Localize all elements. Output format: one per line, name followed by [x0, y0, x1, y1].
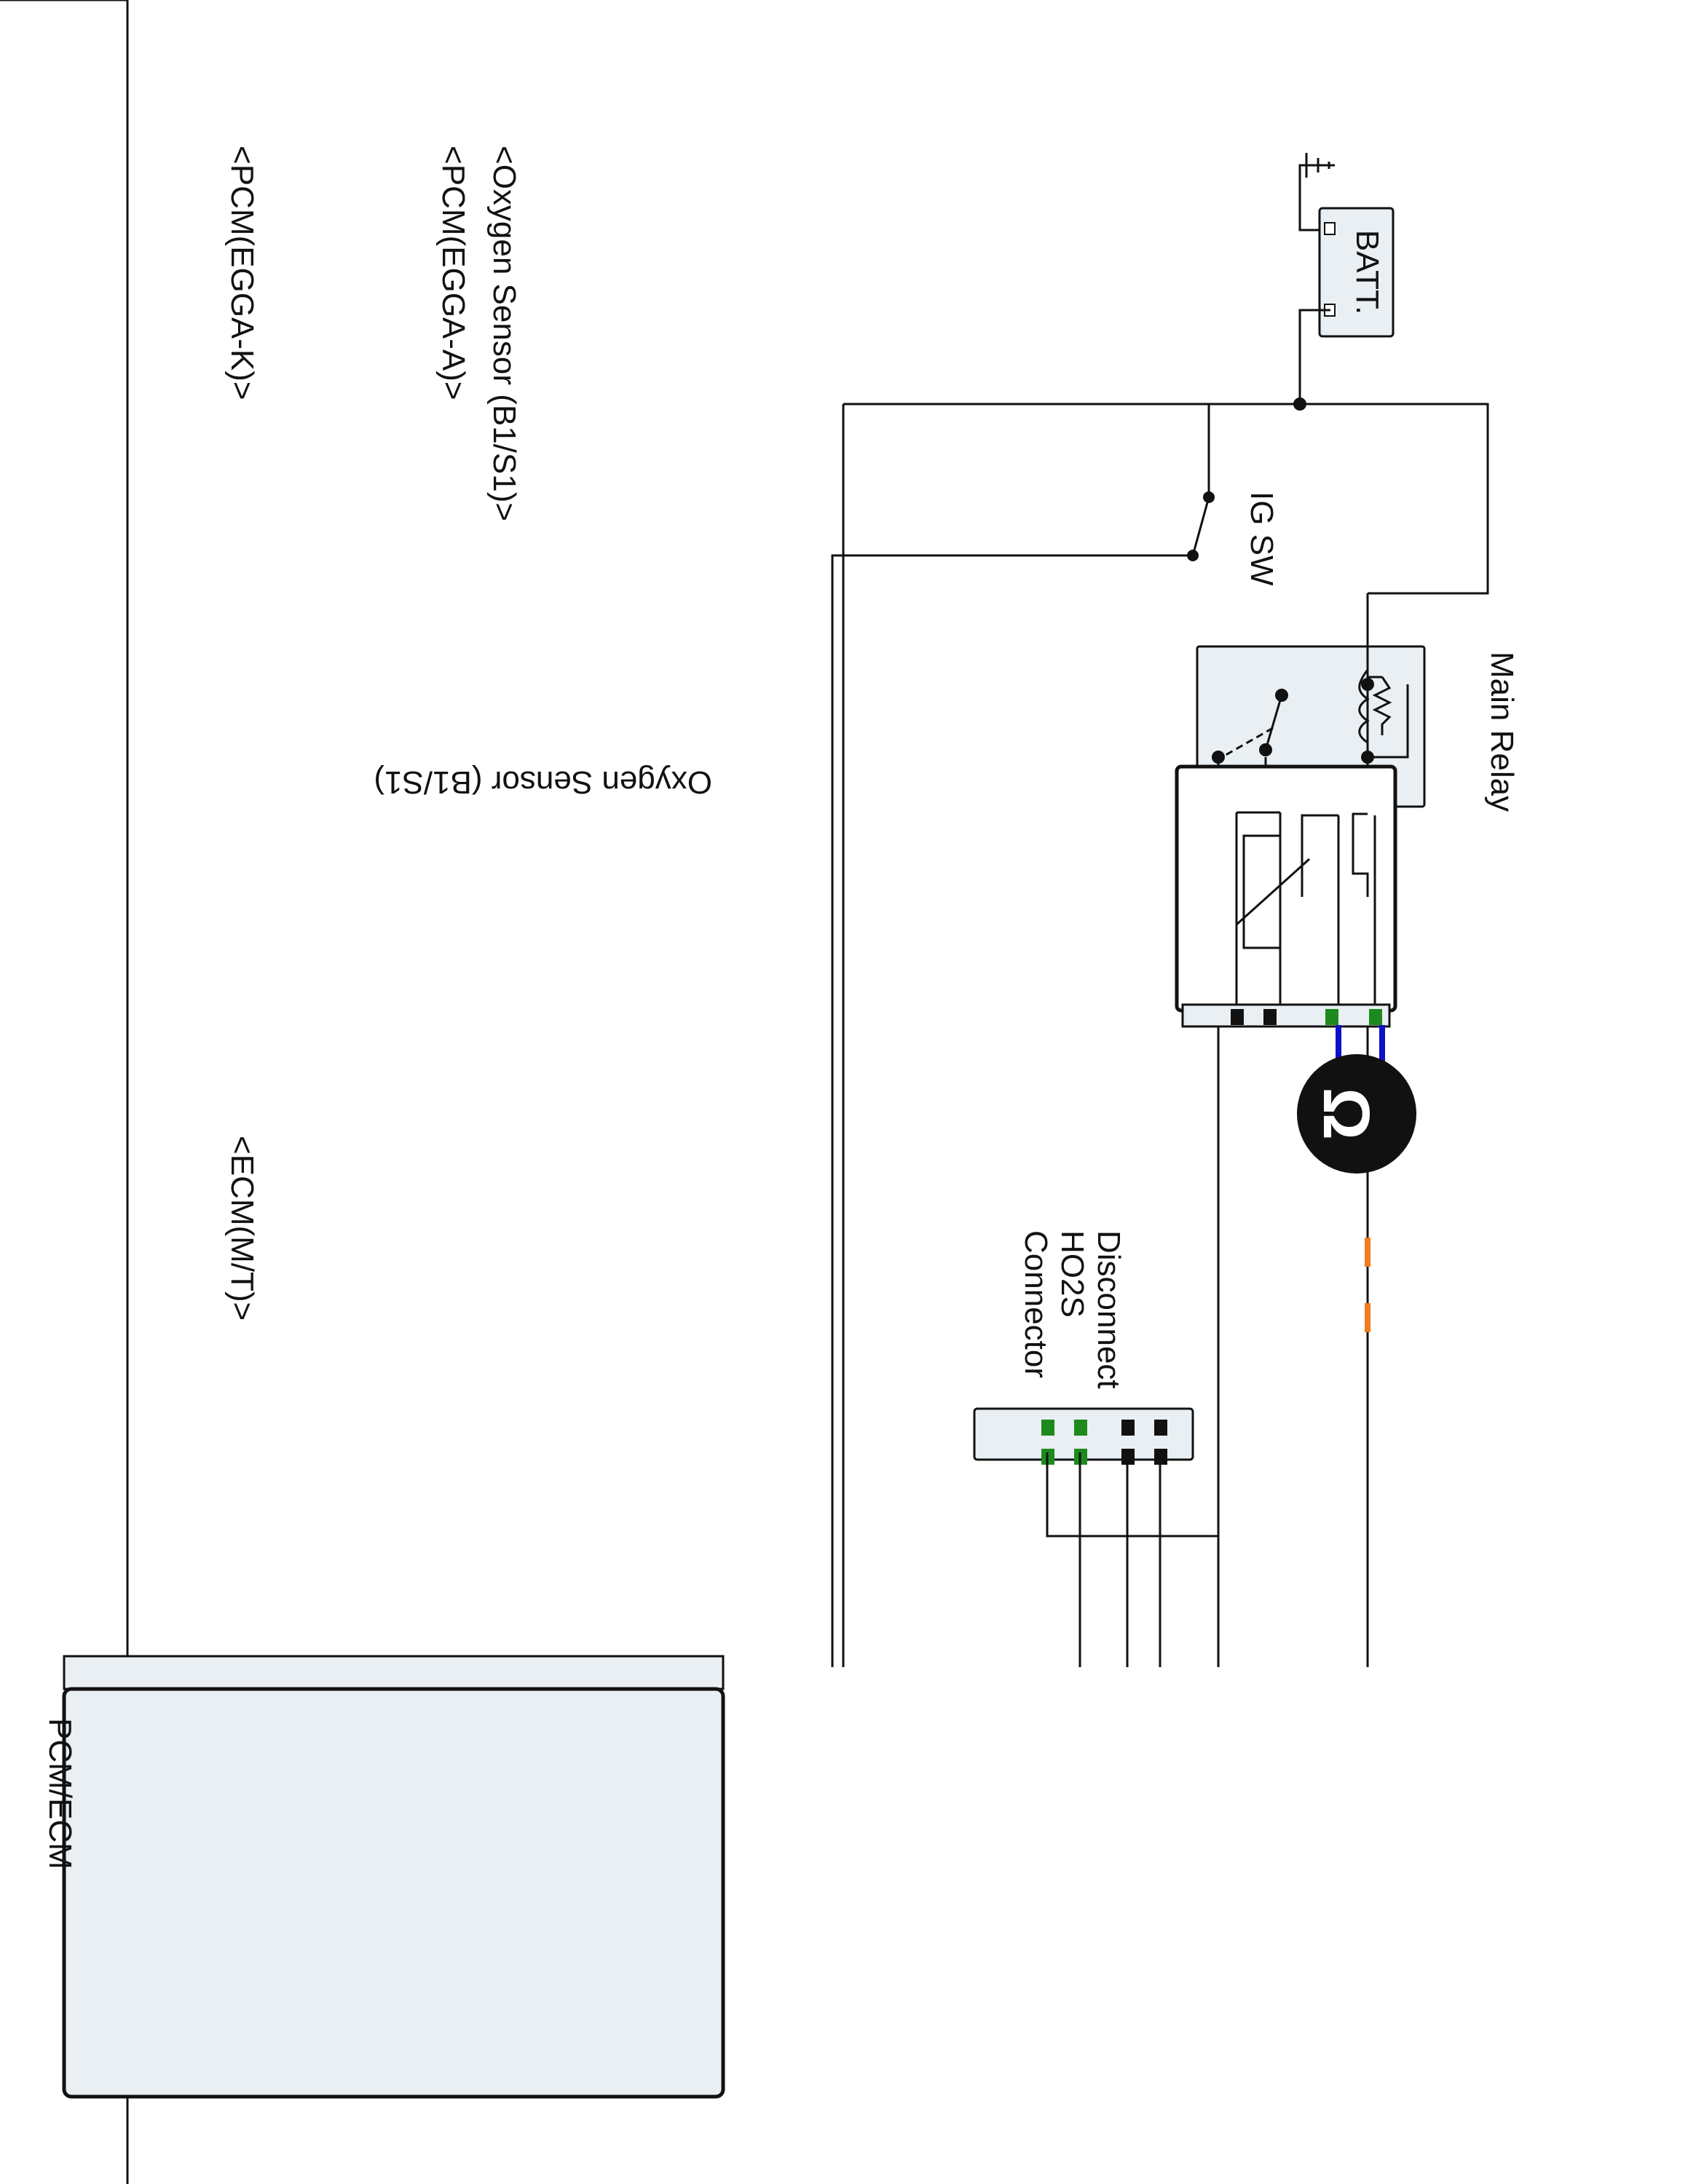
harness-pin: [1154, 1420, 1167, 1436]
main-relay-label: Main Relay: [1484, 652, 1520, 812]
battery-label: BATT.: [1349, 230, 1385, 315]
ecm-title: <ECM(M/T)>: [224, 1136, 260, 1321]
relay-coil-resistor: [1372, 676, 1392, 735]
disconnect-label: Disconnect: [1091, 1230, 1127, 1389]
disconnect-label: HO2S: [1054, 1230, 1090, 1318]
relay-coil-feed: [1300, 403, 1489, 595]
oxygen-sensor-label: Oxygen Sensor (B1/S1): [374, 764, 712, 800]
relay-coil-wire: [1366, 593, 1382, 678]
ig-sw-label: IG SW: [1244, 491, 1279, 586]
pcm-ecm-label: PCM/ECM: [42, 1718, 78, 1870]
sensor-pin: [1325, 1009, 1338, 1025]
pcm-a-title: <PCM(EGGA-A)>: [435, 146, 471, 400]
relay-coil: [1358, 669, 1370, 757]
battery: [1318, 207, 1395, 338]
ig-sw-blade: [1191, 496, 1210, 556]
sensor-resistor-slash: [1235, 858, 1311, 926]
pcm-k-title: <PCM(EGGA-K)>: [224, 146, 260, 400]
battery-terminal-neg: [1324, 222, 1336, 235]
pcm-ecm-block: [62, 1687, 725, 2099]
sensor-pin: [1231, 1009, 1244, 1025]
harness-pin: [1074, 1420, 1087, 1436]
o2-connector-title: <Oxygen Sensor (B1/S1)>: [486, 146, 522, 521]
sensor-resistor: [1242, 834, 1282, 949]
sensor-pin: [1369, 1009, 1382, 1025]
relay-blade: [1264, 695, 1283, 751]
relay-contact: [1275, 689, 1288, 702]
sensor-heater-wire: [1301, 814, 1340, 1005]
battery-pos-wire: [1298, 309, 1330, 404]
relay-link: [1221, 727, 1274, 759]
harness-pin: [1041, 1420, 1054, 1436]
omega-resistance-icon: [1297, 1054, 1416, 1174]
sensor-heater-coil: [1352, 812, 1369, 897]
on-start-wire: [831, 554, 1193, 1667]
harness-pin: [1121, 1420, 1135, 1436]
relay-contact: [1259, 743, 1272, 756]
omega-glyph: Ω: [1309, 1088, 1382, 1140]
heater-power-wire: [1046, 1452, 1218, 1538]
sensor-pin: [1263, 1009, 1277, 1025]
disconnect-label: Connector: [1018, 1230, 1054, 1378]
